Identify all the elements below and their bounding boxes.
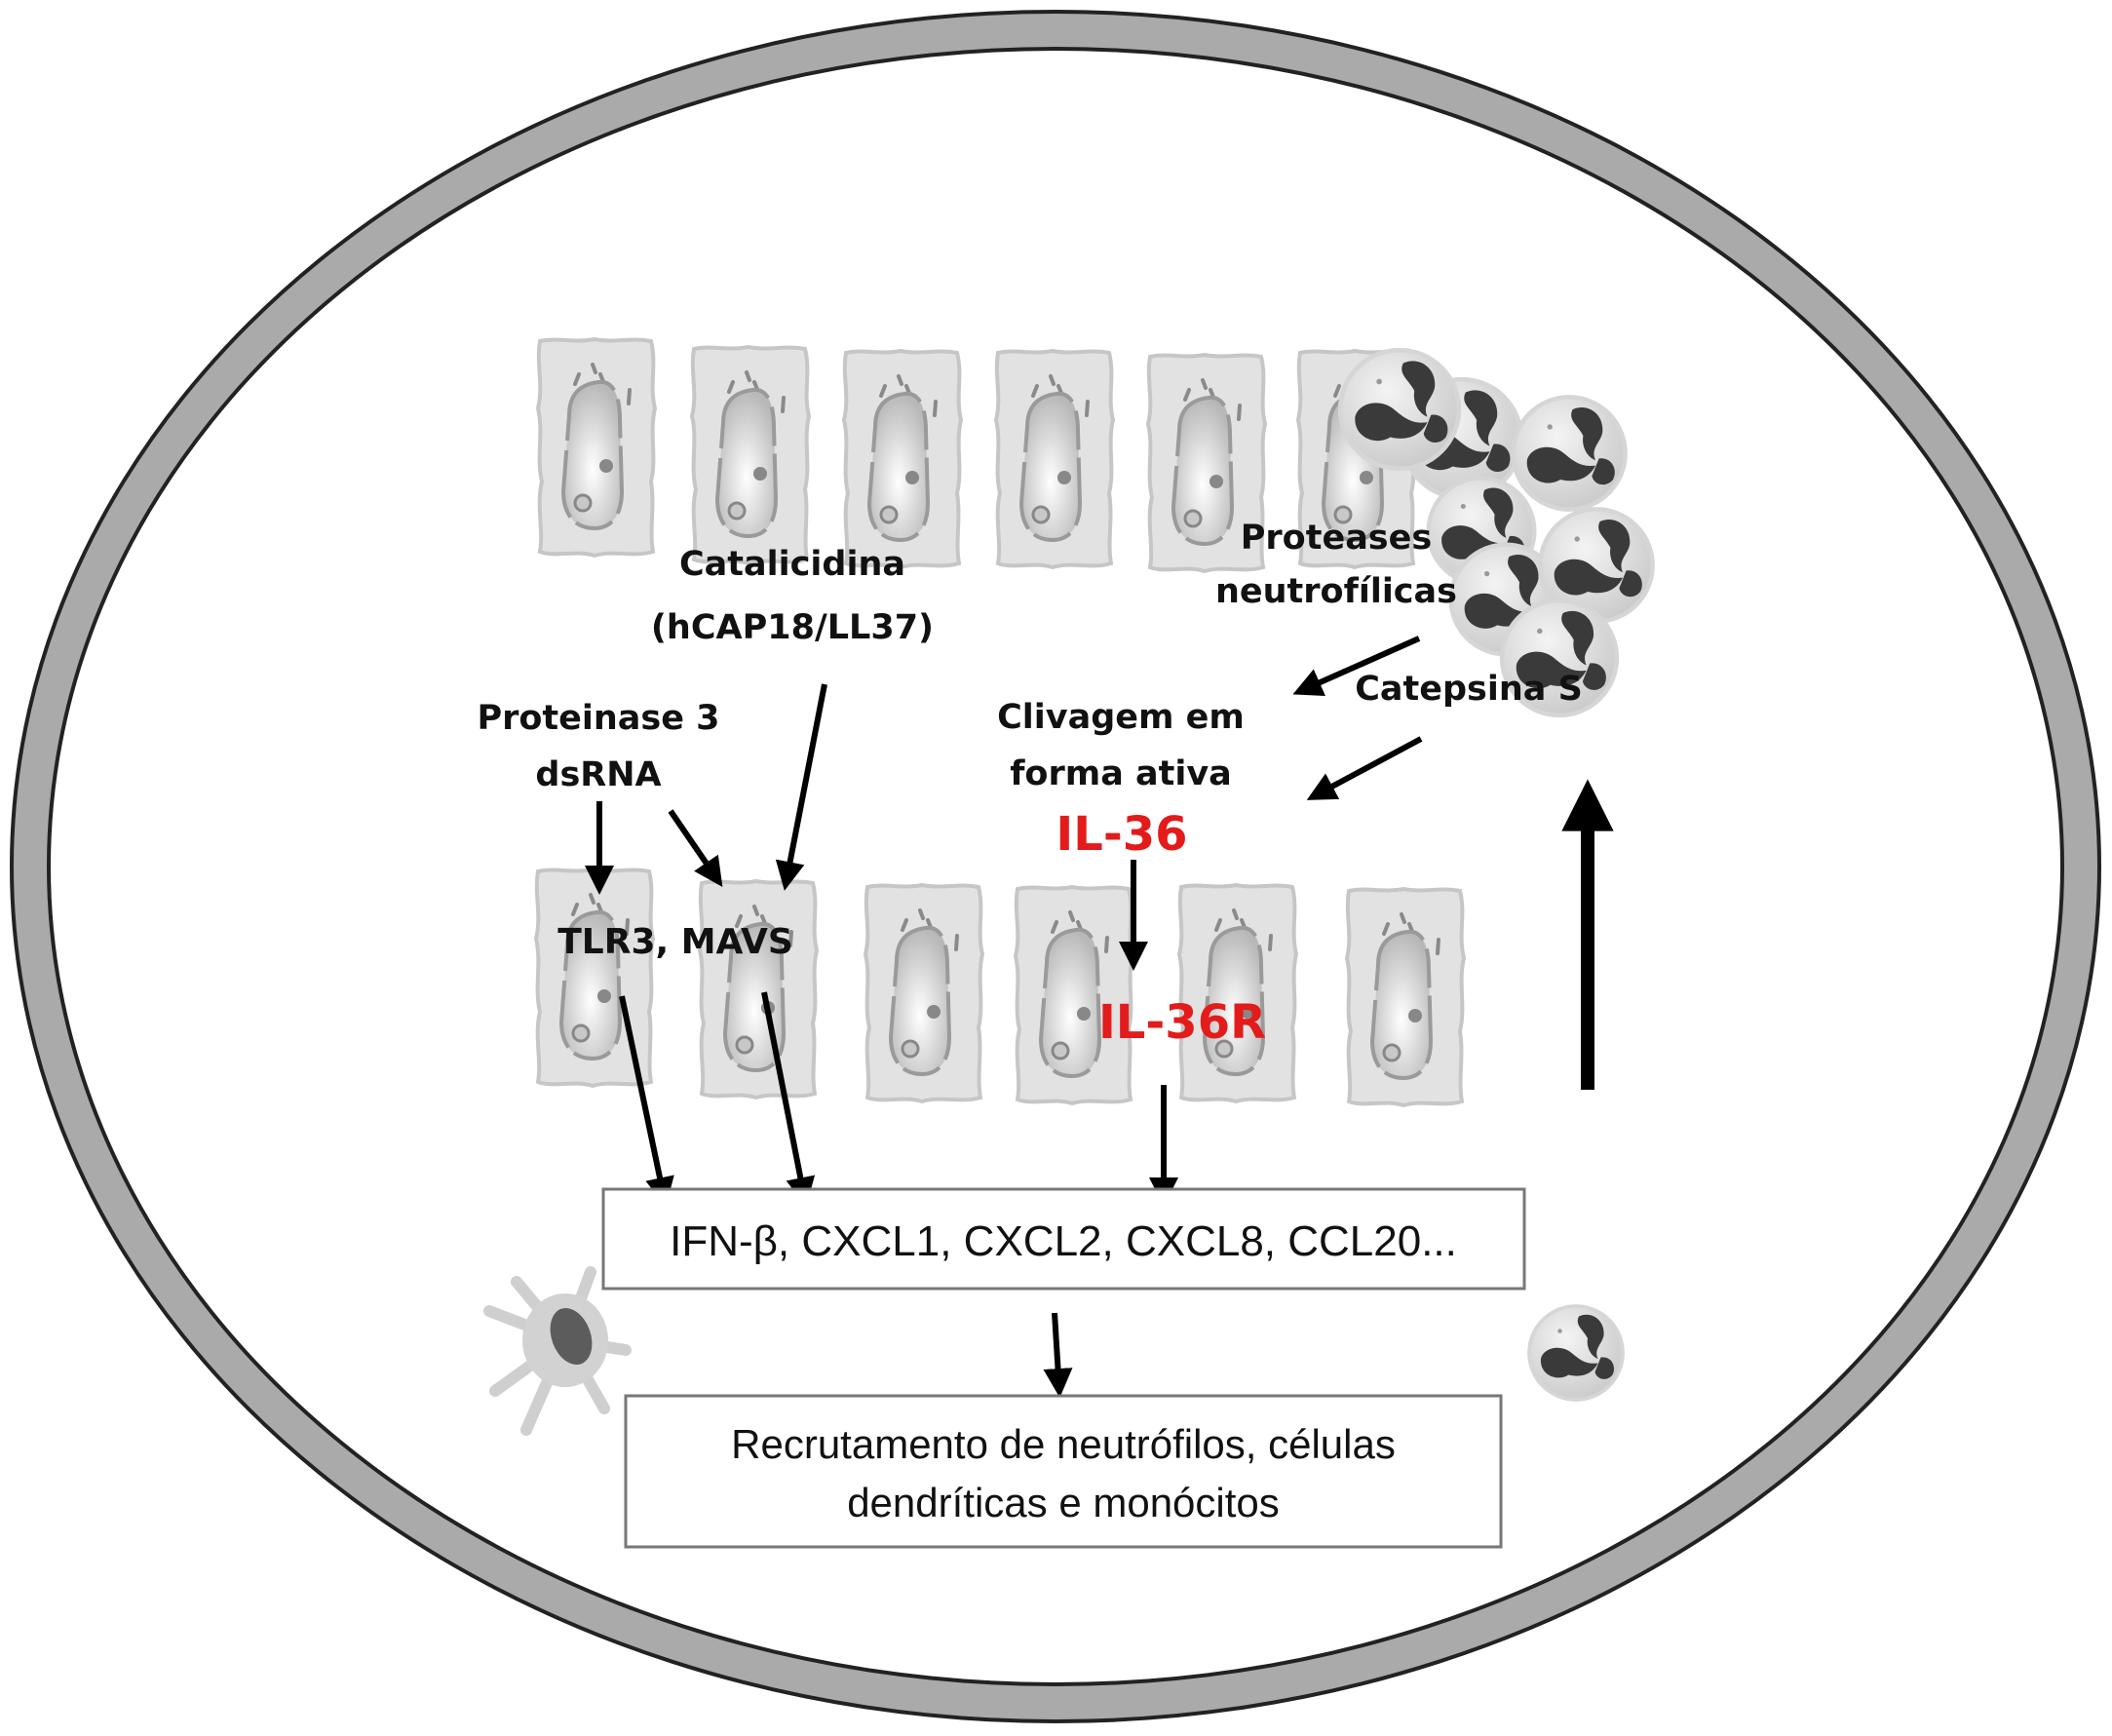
label-proteinase-line1: Proteinase 3: [477, 699, 719, 738]
cytokines-box-text: IFN-β, CXCL1, CXCL2, CXCL8, CCL20...: [670, 1217, 1457, 1265]
arrow-mavs-to-cytokines: [761, 991, 816, 1207]
keratinocyte-cell: [536, 337, 657, 558]
dendritic-cell: [483, 1266, 632, 1436]
label-receptors: TLR3, MAVS: [557, 922, 793, 962]
label-clivagem-line1: Clivagem em: [997, 698, 1245, 737]
neutrophil-cell: [1340, 350, 1459, 469]
keratinocyte-cell: [1177, 883, 1298, 1103]
label-il36r: IL-36R: [1098, 995, 1266, 1050]
outer-tissue-ring-fill: [14, 14, 2097, 1719]
arrow-cytokines-to-recruitment: [1043, 1312, 1073, 1398]
keratinocyte-cell: [864, 883, 984, 1103]
pathway-arrows: [585, 636, 1614, 1398]
recruitment-box-line1: Recrutamento de neutrófilos, células: [731, 1421, 1396, 1467]
neutrophil-cell: [1513, 397, 1625, 509]
keratinocyte-cell: [842, 349, 963, 569]
label-proteases-line1: Proteases: [1241, 519, 1432, 558]
label-clivagem-line2: forma ativa: [1010, 754, 1232, 793]
arrow-catalicidina-to-mavs: [775, 683, 827, 891]
label-catepsina: Catepsina S: [1355, 670, 1583, 709]
keratinocyte-cell: [994, 349, 1115, 569]
recruitment-box-line2: dendríticas e monócitos: [847, 1480, 1280, 1525]
label-catalicidina-line1: Catalicidina: [679, 545, 905, 584]
arrow-proteases-to-clivagem: [1292, 636, 1421, 696]
keratinocyte-cell: [690, 345, 811, 565]
keratinocyte-cell: [698, 879, 819, 1099]
arrow-catepsina-to-il36: [1306, 736, 1423, 800]
label-il36: IL-36: [1056, 807, 1187, 862]
arrow-dsrna-to-mavs: [668, 809, 723, 887]
bottom-row-keratinocytes: [534, 868, 1466, 1107]
label-proteinase-line2: dsRNA: [535, 755, 661, 794]
lone-neutrophil: [1527, 1304, 1625, 1402]
label-catalicidina-line2: (hCAP18/LL37): [651, 608, 934, 647]
arrow-tlr3-to-cytokines: [619, 995, 674, 1207]
cytokines-box: [601, 1187, 1526, 1291]
label-proteases-line2: neutrofílicas: [1215, 572, 1457, 611]
recruitment-box: [624, 1394, 1503, 1549]
keratinocyte-cell: [1345, 887, 1466, 1107]
